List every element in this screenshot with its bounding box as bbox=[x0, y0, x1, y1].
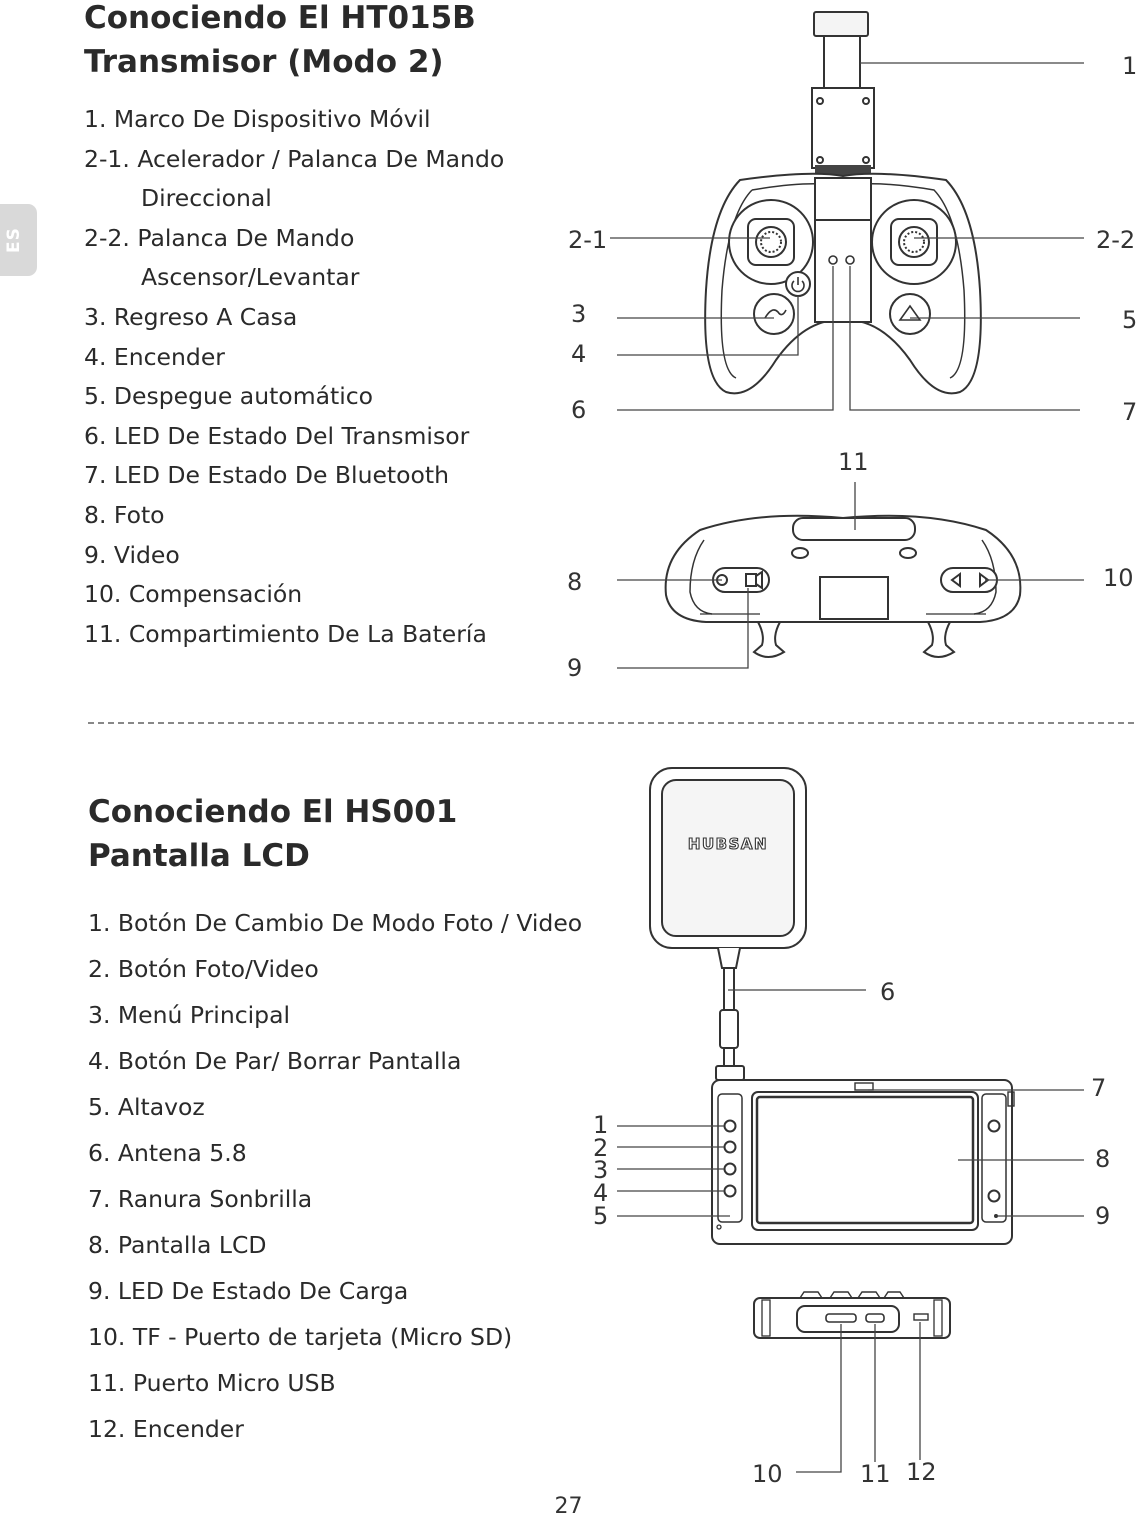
list-item: 3. Regreso A Casa bbox=[84, 302, 298, 331]
list-item: 7. LED De Estado De Bluetooth bbox=[84, 461, 449, 490]
list-item: Ascensor/Levantar bbox=[84, 258, 504, 298]
language-tab: ES bbox=[0, 204, 37, 276]
list-item: 12. Encender bbox=[88, 1415, 244, 1443]
list-item-continuation: Ascensor/Levantar bbox=[141, 263, 360, 292]
transmitter-top-callouts: 11 8 9 10 bbox=[567, 448, 1134, 682]
lcd-bottom-callouts: 10 11 12 bbox=[752, 1458, 937, 1488]
section1-title-line1: Conociendo El HT015B bbox=[84, 0, 476, 36]
callout-1: 1 bbox=[593, 1111, 608, 1139]
lcd-screen-leader-lines bbox=[617, 989, 1084, 1217]
section1-title: Conociendo El HT015B Transmisor (Modo 2) bbox=[84, 0, 476, 84]
callout-9: 9 bbox=[1095, 1202, 1110, 1230]
list-item: 11. Compartimiento De La Batería bbox=[84, 619, 487, 648]
list-item: 8. Foto bbox=[84, 500, 165, 529]
page-number: 27 bbox=[554, 1494, 583, 1519]
callout-3: 3 bbox=[571, 300, 586, 328]
list-item: 7. Ranura Sonbrilla bbox=[88, 1185, 313, 1213]
callout-9: 9 bbox=[567, 654, 582, 682]
callout-4: 4 bbox=[571, 340, 586, 368]
list-item: Direccional bbox=[84, 179, 504, 219]
callout-8: 8 bbox=[1095, 1145, 1110, 1173]
callout-5: 5 bbox=[593, 1202, 608, 1230]
lcd-bottom-illustration bbox=[753, 1291, 951, 1339]
callout-4: 4 bbox=[593, 1179, 608, 1207]
callout-6: 6 bbox=[571, 396, 586, 424]
section-divider bbox=[88, 722, 1134, 724]
transmitter-top-leader-lines bbox=[617, 482, 1084, 669]
lcd-screen-illustration bbox=[649, 767, 1015, 1245]
list-item: 1. Botón De Cambio De Modo Foto / Video bbox=[88, 909, 583, 937]
section2-title-line1: Conociendo El HS001 bbox=[88, 794, 458, 830]
list-item: 2-2. Palanca De Mando bbox=[84, 223, 355, 252]
list-item: 6. LED De Estado Del Transmisor bbox=[84, 421, 470, 450]
list-item: 4. Encender bbox=[84, 342, 225, 371]
callout-10: 10 bbox=[1103, 564, 1134, 592]
list-item: 6. Antena 5.8 bbox=[88, 1139, 247, 1167]
transmitter-front-callouts: 1 2-1 2-2 3 4 5 6 7 bbox=[568, 52, 1137, 426]
section2-title-line2: Pantalla LCD bbox=[88, 838, 310, 874]
callout-11: 11 bbox=[838, 448, 869, 476]
callout-2-2: 2-2 bbox=[1096, 226, 1135, 254]
transmitter-front-leader-lines bbox=[610, 62, 1084, 411]
list-item: 10. TF - Puerto de tarjeta (Micro SD) bbox=[88, 1323, 513, 1351]
list-item: 10. Compensación bbox=[84, 580, 303, 609]
list-item: 2. Botón Foto/Video bbox=[88, 955, 319, 983]
callout-2-1: 2-1 bbox=[568, 226, 607, 254]
transmitter-front-illustration bbox=[704, 11, 982, 395]
list-item: 11. Puerto Micro USB bbox=[88, 1369, 336, 1397]
section1-parts-list: 1. Marco De Dispositivo Móvil 2-1. Acele… bbox=[84, 100, 504, 654]
callout-5: 5 bbox=[1122, 306, 1137, 334]
callout-7: 7 bbox=[1122, 398, 1137, 426]
list-item: 1. Marco De Dispositivo Móvil bbox=[84, 105, 431, 133]
callout-2: 2 bbox=[593, 1134, 608, 1162]
callout-7: 7 bbox=[1091, 1074, 1106, 1102]
callout-1: 1 bbox=[1122, 52, 1137, 80]
callout-11: 11 bbox=[860, 1460, 891, 1488]
section2-parts-list: 1. Botón De Cambio De Modo Foto / Video … bbox=[88, 900, 582, 1452]
list-item: 4. Botón De Par/ Borrar Pantalla bbox=[88, 1047, 462, 1075]
section1-title-line2: Transmisor (Modo 2) bbox=[84, 44, 444, 80]
callout-12: 12 bbox=[906, 1458, 937, 1486]
list-item: 9. Video bbox=[84, 540, 180, 569]
list-item: 2-1. Acelerador / Palanca De Mando bbox=[84, 144, 505, 173]
transmitter-top-illustration bbox=[664, 514, 1022, 658]
callout-3: 3 bbox=[593, 1156, 608, 1184]
callout-6: 6 bbox=[880, 978, 895, 1006]
callout-8: 8 bbox=[567, 568, 582, 596]
list-item: 5. Altavoz bbox=[88, 1093, 205, 1121]
list-item: 8. Pantalla LCD bbox=[88, 1231, 267, 1259]
list-item: 9. LED De Estado De Carga bbox=[88, 1277, 409, 1305]
list-item: 3. Menú Principal bbox=[88, 1001, 291, 1029]
list-item-continuation: Direccional bbox=[141, 184, 272, 213]
section2-title: Conociendo El HS001 Pantalla LCD bbox=[88, 790, 457, 878]
hubsan-logo: HUBSAN bbox=[688, 835, 768, 853]
lcd-bottom-leader-lines bbox=[796, 1322, 921, 1473]
lcd-screen-callouts: 6 1 2 3 4 5 7 8 9 bbox=[593, 978, 1110, 1230]
list-item: 5. Despegue automático bbox=[84, 382, 374, 411]
callout-10: 10 bbox=[752, 1460, 783, 1488]
